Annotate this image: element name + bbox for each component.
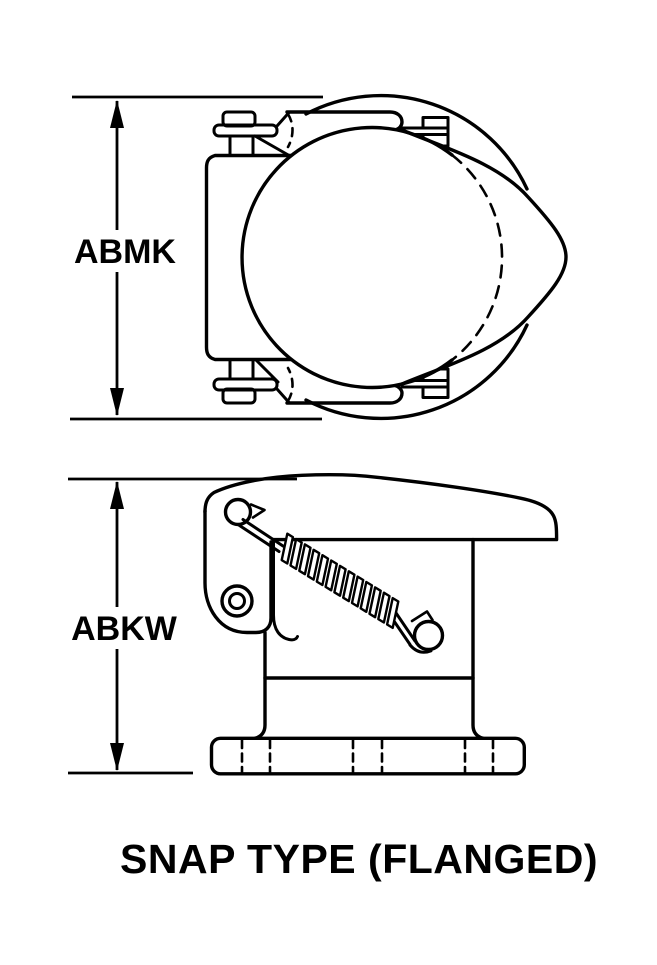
abmk-arrow-down-icon — [110, 388, 124, 416]
bolt-bar-top — [212, 123, 279, 138]
bolt-bar-bottom — [212, 377, 279, 392]
body-right-edge — [471, 537, 485, 740]
t-bolt-clamp-bottom — [212, 358, 291, 405]
abkw-arrow-down-icon — [110, 743, 124, 771]
latch-block-top-a — [421, 116, 450, 130]
cap-nose-bulge — [400, 128, 568, 386]
outer-rim-arc-top — [304, 93, 529, 191]
latch-block-bottom-a — [421, 385, 450, 399]
top-view-cap-front: ABMK — [70, 93, 568, 421]
body-left-edge — [253, 630, 267, 740]
band-collar — [204, 153, 295, 362]
tension-spring — [238, 518, 445, 654]
abmk-label-mask — [72, 230, 178, 272]
cap-face-disc-outline — [240, 125, 454, 390]
clamp-diagonal-top — [253, 134, 292, 158]
cap-lid — [203, 472, 559, 542]
abkw-label: ABKW — [71, 610, 178, 648]
abmk-dimension: ABMK — [70, 95, 323, 421]
pivot-pin — [223, 497, 253, 527]
abkw-arrow-up-icon — [110, 481, 124, 509]
spring-top-hook-tip — [249, 503, 266, 519]
band-segment-bottom — [285, 383, 404, 405]
flange — [209, 736, 526, 776]
figure-caption: SNAP TYPE (FLANGED) — [120, 836, 598, 882]
spring-bottom-hook-tip — [410, 610, 434, 623]
clamp-diagonal-bottom — [254, 358, 280, 384]
flange-bolt-hole-dashes — [240, 738, 495, 774]
eyelet-inner — [228, 592, 246, 610]
spring-bottom-wrap — [408, 643, 433, 654]
spring-top-wire — [238, 518, 285, 553]
lug-hidden-arc-bottom — [286, 366, 294, 403]
cap-face-disc-fill — [242, 127, 502, 387]
cap-face-hidden-edge — [450, 153, 504, 362]
outer-rim-arc-bottom — [304, 323, 529, 421]
t-bolt-clamp-top — [212, 110, 292, 158]
side-view-cap-flanged: ABKW — [68, 472, 559, 776]
abmk-arrow-up-icon — [110, 100, 124, 128]
abkw-dimension: ABKW — [68, 477, 297, 775]
latch-lip-curl — [272, 540, 299, 642]
spring-coil-bars — [280, 532, 400, 630]
abkw-label-mask — [70, 607, 178, 649]
lug-hidden-arc-top — [286, 112, 294, 149]
spring-bottom-ring — [412, 619, 445, 652]
trunnion-bottom — [228, 358, 255, 381]
abmk-label: ABMK — [74, 233, 176, 271]
trunnion-top — [228, 134, 255, 157]
